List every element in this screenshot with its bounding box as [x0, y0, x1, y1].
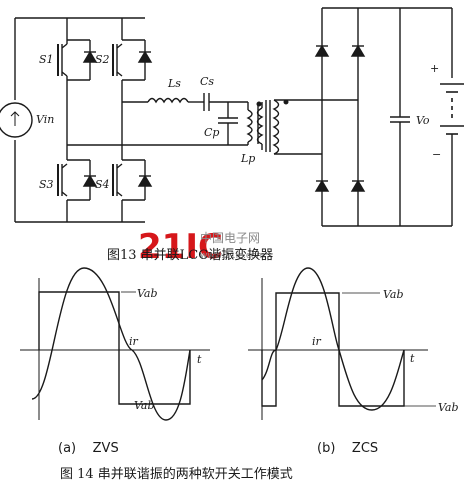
figure13-caption: 图13 串并联LCC谐振变换器 [107, 247, 273, 263]
zcs-caption: (b) ZCS [317, 441, 378, 456]
zvs-vab-bottom-label: Vab [134, 399, 155, 412]
waveform-zcs [248, 267, 436, 420]
zvs-t-label: t [197, 353, 202, 366]
output-load [440, 83, 464, 135]
zcs-vab-square [261, 292, 405, 407]
label-s2: S2 [95, 53, 110, 66]
switch-s4 [112, 159, 153, 201]
watermark-brand: 21IC [138, 227, 223, 267]
vin-source [0, 102, 33, 138]
watermark-chinese: 中国电子网 [200, 230, 260, 245]
inductor-lp [246, 109, 253, 143]
transformer-primary [256, 107, 264, 145]
switch-s1 [57, 39, 98, 81]
output-capacitor [390, 116, 410, 123]
capacitor-cs [203, 93, 210, 111]
label-minus: − [432, 148, 441, 161]
label-ls: Ls [167, 77, 181, 90]
zvs-caption: (a) ZVS [58, 441, 119, 456]
watermark-21ic: 21IC 中国电子网 www.21ic.com [138, 227, 265, 267]
switch-s3 [57, 159, 98, 201]
label-plus: + [430, 62, 439, 75]
zcs-ir-sine [261, 267, 405, 411]
zvs-vab-top-label: Vab [137, 287, 158, 300]
zvs-ir-sine [31, 267, 191, 421]
zvs-vab-square [38, 291, 191, 405]
rect-diode-1 [314, 44, 330, 57]
label-s3: S3 [39, 178, 54, 191]
label-lp: Lp [240, 152, 255, 165]
watermark-url: www.21ic.com [200, 251, 265, 261]
label-s1: S1 [39, 53, 54, 66]
waveform-zvs [20, 267, 210, 421]
zcs-vab-top-label: Vab [383, 288, 404, 301]
label-vin: Vin [36, 113, 54, 126]
label-s4: S4 [95, 178, 110, 191]
label-cp: Cp [204, 126, 219, 139]
switch-s2 [112, 39, 153, 81]
label-vo: Vo [416, 114, 430, 127]
rect-diode-2 [350, 44, 366, 57]
inductor-ls [147, 97, 189, 104]
label-cs: Cs [200, 75, 214, 88]
zcs-vab-bottom-label: Vab [438, 401, 459, 414]
capacitor-cp [218, 117, 238, 124]
lcc-circuit [0, 7, 464, 227]
zcs-t-label: t [410, 352, 415, 365]
zvs-ir-label: ir [129, 335, 139, 348]
rect-diode-4 [350, 179, 366, 192]
rect-diode-3 [314, 179, 330, 192]
zcs-ir-label: ir [312, 335, 322, 348]
transformer-secondary [272, 99, 280, 155]
figure14-caption: 图 14 串并联谐振的两种软开关工作模式 [60, 466, 293, 482]
